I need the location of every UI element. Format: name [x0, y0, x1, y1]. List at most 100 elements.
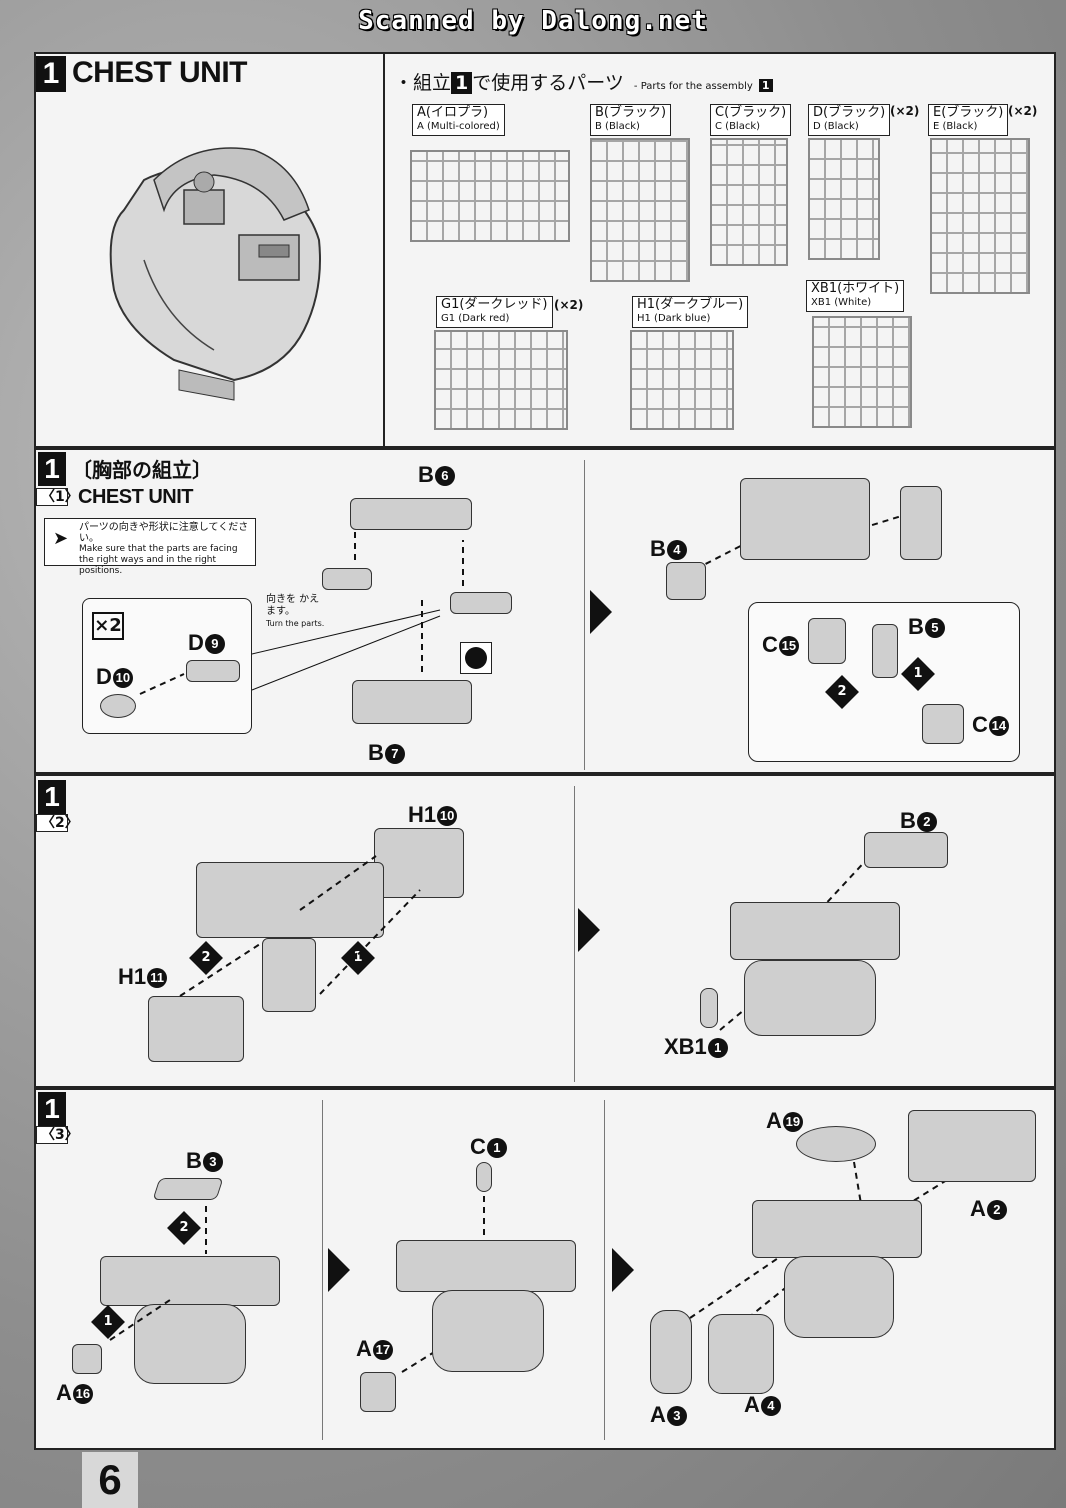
runner-e-multiplier: (×2): [1008, 104, 1038, 118]
runner-label-g1: G1(ダークレッド)G1 (Dark red): [436, 296, 553, 328]
step-arrow-3: [328, 1248, 350, 1292]
part-a2: [908, 1110, 1036, 1182]
step-1-1-title-en: CHEST UNIT: [78, 486, 194, 508]
part-a17: [360, 1372, 396, 1412]
parts-heading-jp2: で使用するパーツ: [472, 72, 624, 94]
watermark: Scanned by Dalong.net: [358, 6, 708, 36]
x2-badge: ×2: [92, 612, 124, 640]
step-1-3-divider-2: [604, 1100, 605, 1440]
sprue-a: [410, 150, 570, 242]
step-arrow-2: [578, 908, 600, 952]
part-chest-1-3b: [396, 1240, 576, 1292]
part-b4: [666, 562, 706, 600]
runner-label-h1: H1(ダークブルー)H1 (Dark blue): [632, 296, 749, 328]
page-number: 6: [82, 1452, 138, 1508]
part-c1: [476, 1162, 492, 1192]
part-a19-ring: [796, 1126, 876, 1162]
runner-label-d: D(ブラック)D (Black): [808, 104, 891, 136]
part-chest-lower-1-3a: [134, 1304, 246, 1384]
sprue-b: [590, 138, 690, 282]
step-1-1-number: 1: [38, 452, 66, 486]
step-1-3-sub: 〈3〉: [36, 1126, 79, 1144]
step-1-3-divider-1: [322, 1100, 323, 1440]
step-1-3-number: 1: [38, 1092, 66, 1126]
sprue-g1: [434, 330, 568, 430]
part-h1-10: [374, 828, 464, 898]
panel-divider: [383, 54, 385, 446]
part-d9: [186, 660, 240, 682]
sprue-xb1: [812, 316, 912, 428]
part-chest-lower-1-3b: [432, 1290, 544, 1372]
step-1-2-number: 1: [38, 780, 66, 814]
sprue-c: [710, 138, 788, 266]
parts-heading-num: 1: [451, 72, 473, 94]
part-chest-1-3a: [100, 1256, 280, 1306]
runner-g1-multiplier: (×2): [554, 298, 584, 312]
runner-label-a: A(イロプラ)A (Multi-colored): [412, 104, 505, 136]
part-b7: [352, 680, 472, 724]
part-b5: [872, 624, 898, 678]
runner-d-multiplier: (×2): [890, 104, 920, 118]
part-b2: [864, 832, 948, 868]
part-chest-1-3c: [752, 1200, 922, 1258]
part-b6: [350, 498, 472, 530]
part-c14: [922, 704, 964, 744]
part-a3: [650, 1310, 692, 1394]
part-b5-assembled: [900, 486, 942, 560]
part-c15: [808, 618, 846, 664]
part-chest-lower-1-2: [744, 960, 876, 1036]
notice-box: ➤ パーツの向きや形状に注意してください。 Make sure that the…: [44, 518, 256, 576]
parts-heading-en: - Parts for the assembly: [633, 81, 753, 92]
black-marker-icon: [460, 642, 492, 674]
part-frame-1-2: [196, 862, 384, 938]
step-1-1-divider: [584, 460, 585, 770]
notice-en: Make sure that the parts are facing the …: [79, 544, 238, 576]
notice-jp: パーツの向きや形状に注意してください。: [79, 522, 249, 544]
part-a16: [72, 1344, 102, 1374]
runner-label-e: E(ブラック)E (Black): [928, 104, 1009, 136]
parts-heading-en-num: 1: [758, 79, 773, 92]
turn-note-en: Turn the parts.: [266, 619, 325, 628]
step-1-1-title-jp: 〔胸部の組立〕: [72, 458, 212, 482]
step-number: 1: [36, 56, 66, 92]
chest-unit-illustration: [109, 147, 321, 401]
part-frame-assembled: [740, 478, 870, 560]
part-d10: [100, 694, 136, 718]
turn-note-jp: 向きを かえます。: [266, 594, 320, 617]
part-a4: [708, 1314, 774, 1394]
page-title: CHEST UNIT: [72, 56, 248, 89]
runner-label-b: B(ブラック)B (Black): [590, 104, 672, 136]
part-xb1-figure: [700, 988, 718, 1028]
runner-label-xb1: XB1(ホワイト)XB1 (White): [806, 280, 905, 312]
part-d-left: [322, 568, 372, 590]
part-h1-11: [148, 996, 244, 1062]
arrow-icon: ➤: [53, 528, 69, 549]
sprue-h1: [630, 330, 734, 430]
step-arrow: [590, 590, 612, 634]
part-chest-lower-1-3c: [784, 1256, 894, 1338]
part-chest-1-2: [730, 902, 900, 960]
turn-note: 向きを かえます。 Turn the parts.: [266, 594, 326, 630]
sprue-d: [808, 138, 880, 260]
